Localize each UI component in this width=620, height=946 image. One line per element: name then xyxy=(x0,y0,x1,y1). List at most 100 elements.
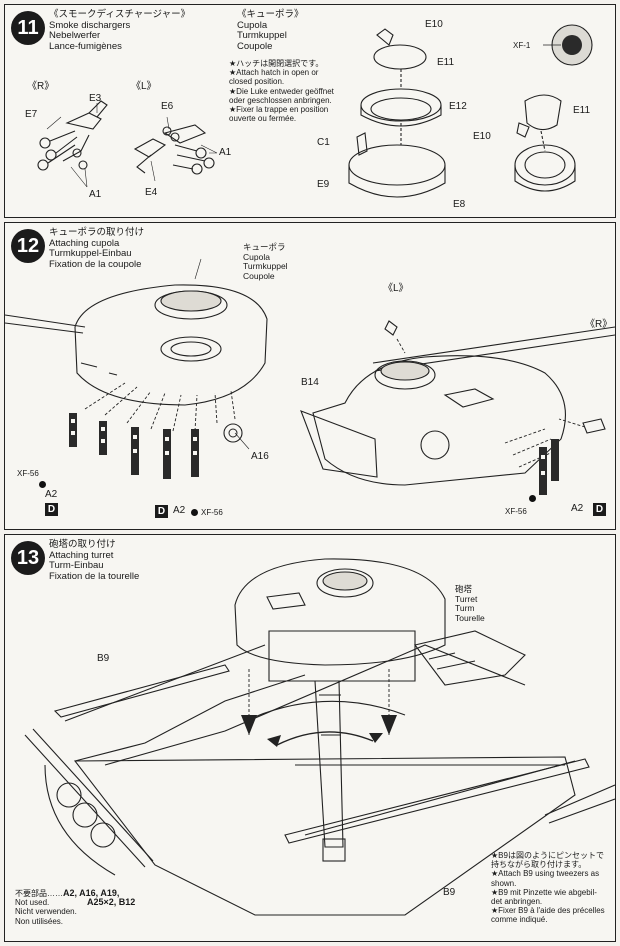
turret-label-de: Turm xyxy=(455,603,475,613)
part-label-a2-left: A2 xyxy=(45,489,58,500)
cupola-caption: 《キューポラ》 Cupola Turmkuppel Coupole xyxy=(237,9,304,52)
unused-parts-jp: 不要部品…… xyxy=(15,889,63,898)
hatch-notes: ★ハッチは開閉選択です。 ★Attach hatch in open or cl… xyxy=(229,59,334,123)
paint-dot-icon xyxy=(191,509,198,516)
b9-note-line: det anbringen. xyxy=(491,897,543,907)
step-11-drawing xyxy=(37,24,593,198)
step-13-title-de: Turm-Einbau xyxy=(49,560,104,571)
part-label-e6: E6 xyxy=(161,101,174,112)
b9-note-line: comme indiqué. xyxy=(491,915,548,925)
step-13-title-fr: Fixation de la tourelle xyxy=(49,570,140,582)
turret-label: 砲塔 Turret Turm Tourelle xyxy=(455,584,485,623)
step-12-title-fr: Fixation de la coupole xyxy=(49,258,142,270)
b9-note-line: ★Fixer B9 à l'aide des précelles xyxy=(491,906,605,916)
turret-label-en: Turret xyxy=(455,593,478,604)
side-label-right-12: 《R》 xyxy=(585,319,613,330)
cupola-label-jp: キューポラ xyxy=(243,242,286,252)
step-12-title-en: Attaching cupola xyxy=(49,237,120,249)
step-11-title-en: Smoke dischargers xyxy=(49,19,131,31)
b9-note-line: shown. xyxy=(491,878,517,888)
paint-code-xf56-right: XF-56 xyxy=(505,507,527,516)
cupola-caption-en: Cupola xyxy=(237,19,268,31)
step-12-panel: 12 キューポラの取り付け Attaching cupola Turmkuppe… xyxy=(4,222,616,530)
part-label-a2-right: A2 xyxy=(571,503,584,514)
unused-parts-line2: Not used. A25×2, B12 xyxy=(15,897,135,908)
step-13-title-en: Attaching turret xyxy=(49,549,114,561)
part-label-e7: E7 xyxy=(25,109,38,120)
b9-note-line: ★Attach B9 using tweezers as xyxy=(491,869,600,879)
step-number-12: 12 xyxy=(11,229,45,263)
turret-label-fr: Tourelle xyxy=(455,612,485,623)
step-12-title-jp: キューポラの取り付け xyxy=(49,227,145,238)
cupola-label-de: Turmkuppel xyxy=(243,261,288,271)
unused-parts-fr: Non utilisées. xyxy=(15,916,64,926)
step-13-drawing xyxy=(24,558,615,916)
b9-note-line: 持ちながら取り付けます。 xyxy=(491,860,587,870)
unused-parts-list-2: A25×2, B12 xyxy=(87,897,136,908)
step-11-title-jp: 《スモークディスチャージャー》 xyxy=(49,9,191,20)
paint-code-xf1: XF-1 xyxy=(513,41,531,50)
paint-dot-icon xyxy=(39,481,46,488)
part-label-b14: B14 xyxy=(301,377,319,388)
paint-code-xf56-left: XF-56 xyxy=(17,469,39,478)
runner-badge-d-left: D xyxy=(45,503,58,516)
side-label-left-12: 《L》 xyxy=(383,283,409,294)
part-label-a1-left: A1 xyxy=(89,189,102,200)
cupola-caption-fr: Coupole xyxy=(237,40,273,52)
runner-badge-d-right: D xyxy=(593,503,606,516)
hatch-note-line: ★Fixer la trappe en position xyxy=(229,105,329,115)
b9-notes: ★B9は図のようにピンセットで 持ちながら取り付けます。 ★Attach B9 … xyxy=(491,851,605,925)
hatch-note-line: oder geschlossen anbringen. xyxy=(229,95,332,105)
step-number-13: 13 xyxy=(11,541,45,575)
part-label-e10-right: E10 xyxy=(473,131,491,142)
part-label-e4: E4 xyxy=(145,187,158,198)
cupola-label-fr: Coupole xyxy=(243,270,275,281)
cupola-label-12: キューポラ Cupola Turmkuppel Coupole xyxy=(243,242,288,281)
runner-badge-d-mid: D xyxy=(155,505,168,518)
part-label-a2-mid: A2 xyxy=(173,505,186,516)
part-label-c1: C1 xyxy=(317,137,330,148)
cupola-caption-jp: 《キューポラ》 xyxy=(237,9,304,20)
part-label-b9-top: B9 xyxy=(97,653,110,664)
hatch-note-line: ★Attach hatch in open or xyxy=(229,68,319,78)
step-11-title-de: Nebelwerfer xyxy=(49,30,101,41)
b9-note-line: ★B9 mit Pinzette wie abgebil- xyxy=(491,887,597,897)
part-label-e9: E9 xyxy=(317,179,330,190)
step-13-title-jp: 砲塔の取り付け xyxy=(49,539,116,550)
part-label-e3: E3 xyxy=(89,93,102,104)
unused-parts-en: Not used. xyxy=(15,898,50,908)
turret-label-jp: 砲塔 xyxy=(455,584,473,594)
step-11-panel: 11 《スモークディスチャージャー》 Smoke dischargers Neb… xyxy=(4,4,616,218)
unused-parts-note: 不要部品……A2, A16, A19, Not used.A25×2, B12 … xyxy=(15,888,135,926)
part-label-e10-top: E10 xyxy=(425,19,443,30)
step-12-title-de: Turmkuppel-Einbau xyxy=(49,248,132,259)
step-12-title: キューポラの取り付け Attaching cupola Turmkuppel-E… xyxy=(49,227,145,270)
part-label-a1-right: A1 xyxy=(219,147,232,158)
side-label-left: 《L》 xyxy=(131,81,157,92)
step-11-title-fr: Lance-fumigènes xyxy=(49,40,122,52)
part-label-e12: E12 xyxy=(449,101,467,112)
hatch-note-line: ★Die Luke entweder geöffnet xyxy=(229,86,334,96)
cupola-caption-de: Turmkuppel xyxy=(237,30,287,41)
hatch-note-line: closed position. xyxy=(229,77,285,87)
part-label-a16: A16 xyxy=(251,451,269,462)
paint-dot-icon xyxy=(529,495,536,502)
step-number-11: 11 xyxy=(11,11,45,45)
step-11-title: 《スモークディスチャージャー》 Smoke dischargers Nebelw… xyxy=(49,9,191,52)
part-label-b9-bottom: B9 xyxy=(443,887,456,898)
step-12-drawing xyxy=(5,258,615,495)
unused-parts-list-1: A2, A16, A19, xyxy=(63,888,120,898)
step-13-title: 砲塔の取り付け Attaching turret Turm-Einbau Fix… xyxy=(49,539,140,582)
unused-parts-line1: 不要部品……A2, A16, A19, xyxy=(15,888,120,898)
part-label-e11-right: E11 xyxy=(573,105,591,116)
part-label-e11-top: E11 xyxy=(437,57,455,68)
paint-code-xf56-mid: XF-56 xyxy=(201,508,223,517)
side-label-right: 《R》 xyxy=(27,81,55,92)
unused-parts-de: Nicht verwenden. xyxy=(15,907,77,917)
part-label-e8: E8 xyxy=(453,199,466,210)
cupola-label-en: Cupola xyxy=(243,251,270,262)
hatch-note-line: ouverte ou fermée. xyxy=(229,114,297,124)
hatch-note-line: ★ハッチは開閉選択です。 xyxy=(229,59,324,68)
b9-note-line: ★B9は図のようにピンセットで xyxy=(491,851,604,860)
